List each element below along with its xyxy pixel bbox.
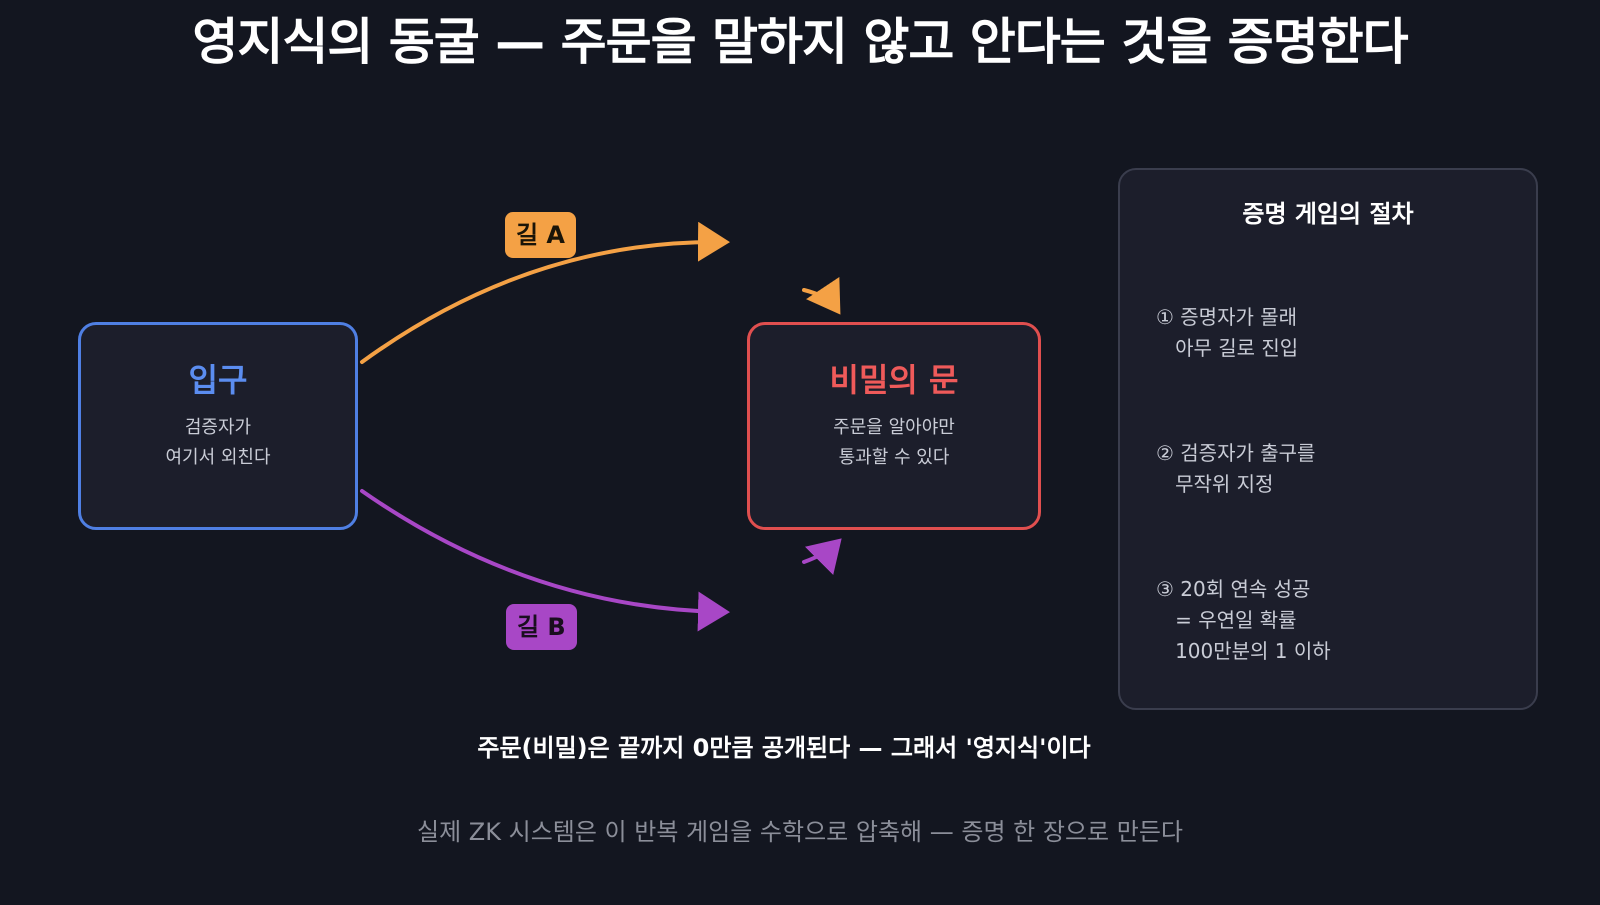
entrance-title: 입구 (188, 361, 248, 399)
entrance-desc-line-2: 여기서 외친다 (165, 447, 271, 468)
secret-door-node: 비밀의 문 주문을 알아야만 통과할 수 있다 (747, 322, 1041, 530)
secret-door-desc-line-1: 주문을 알아야만 (833, 417, 955, 438)
procedure-title: 증명 게임의 절차 (1242, 200, 1414, 228)
procedure-step-2: ② 검증자가 출구를 무작위 지정 (1156, 441, 1316, 496)
procedure-step-1: ① 증명자가 몰래 아무 길로 진입 (1156, 305, 1299, 360)
entrance-node: 입구 검증자가 여기서 외친다 (78, 322, 358, 530)
path-b-label: 길 B (506, 604, 577, 650)
footnote: 실제 ZK 시스템은 이 반복 게임을 수학으로 압축해 — 증명 한 장으로 … (417, 818, 1183, 846)
secret-door-title: 비밀의 문 (829, 361, 959, 399)
caption: 주문(비밀)은 끝까지 0만큼 공개된다 — 그래서 '영지식'이다 (0, 728, 1600, 763)
path-b-curve (360, 489, 730, 632)
entrance-desc-line-1: 검증자가 (184, 417, 252, 438)
page-title: 영지식의 동굴 — 주문을 말하지 않고 안다는 것을 증명한다 (192, 13, 1408, 71)
entrance-description: 검증자가 여기서 외친다 (81, 413, 355, 473)
path-a-entry-arrow (802, 276, 841, 315)
caption-text: 주문(비밀)은 끝까지 0만큼 공개된다 — 그래서 '영지식'이다 (477, 734, 1091, 762)
path-a-curve (360, 221, 730, 364)
procedure-step-3: ③ 20회 연속 성공 = 우연일 확률 100만분의 1 이하 (1156, 577, 1331, 663)
secret-door-description: 주문을 알아야만 통과할 수 있다 (750, 413, 1038, 473)
procedure-panel: 증명 게임의 절차 ① 증명자가 몰래 아무 길로 진입 ② 검증자가 출구를 … (1118, 168, 1538, 710)
path-b-entry-arrow (802, 538, 842, 576)
secret-door-desc-line-2: 통과할 수 있다 (838, 447, 950, 468)
path-a-label: 길 A (505, 212, 577, 258)
